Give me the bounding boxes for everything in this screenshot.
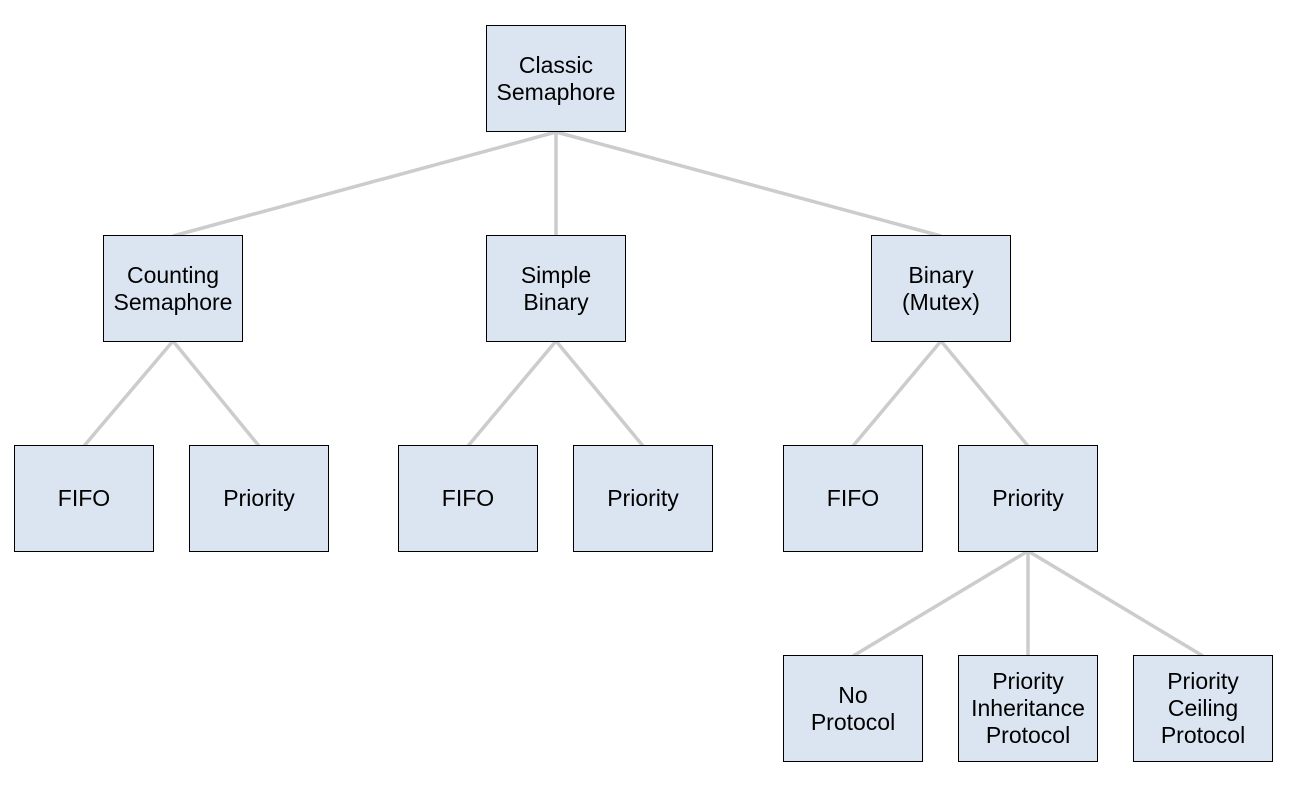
node-simple-binary: Simple Binary [486,235,626,342]
node-binary-mutex-fifo: FIFO [783,445,923,552]
node-counting-semaphore: Counting Semaphore [103,235,243,342]
node-label: FIFO [57,485,111,511]
node-label: Priority [607,485,679,511]
edge-binary-mutex-to-binary-mutex-fifo [851,339,943,448]
node-label: FIFO [826,485,880,511]
node-counting-priority: Priority [189,445,329,552]
node-label: Binary (Mutex) [902,261,980,315]
edge-counting-semaphore-to-counting-fifo [82,339,175,448]
node-counting-fifo: FIFO [14,445,154,552]
node-label: No Protocol [810,681,896,735]
edge-counting-semaphore-to-counting-priority [171,339,261,448]
node-label: Classic Semaphore [496,51,616,105]
node-priority-ceiling-protocol: Priority Ceiling Protocol [1133,655,1273,762]
node-label: Priority Ceiling Protocol [1160,668,1246,748]
edge-binary-mutex-priority-to-priority-ceiling-protocol [1027,549,1204,658]
node-simple-binary-priority: Priority [573,445,713,552]
node-label: FIFO [441,485,495,511]
node-label: Simple Binary [520,261,592,315]
edge-binary-mutex-to-binary-mutex-priority [939,339,1030,448]
edge-binary-mutex-priority-to-no-protocol [852,549,1029,658]
node-simple-binary-fifo: FIFO [398,445,538,552]
node-label: Counting Semaphore [113,261,233,315]
edge-classic-semaphore-to-counting-semaphore [172,130,557,238]
node-label: Priority [992,485,1064,511]
edge-classic-semaphore-to-binary-mutex [555,130,942,238]
node-binary-mutex-priority: Priority [958,445,1098,552]
edge-simple-binary-to-simple-binary-fifo [466,339,558,448]
node-classic-semaphore: Classic Semaphore [486,25,626,132]
edge-simple-binary-to-simple-binary-priority [554,339,645,448]
node-priority-inheritance-protocol: Priority Inheritance Protocol [958,655,1098,762]
node-label: Priority [223,485,295,511]
node-label: Priority Inheritance Protocol [971,668,1085,748]
node-no-protocol: No Protocol [783,655,923,762]
node-binary-mutex: Binary (Mutex) [871,235,1011,342]
